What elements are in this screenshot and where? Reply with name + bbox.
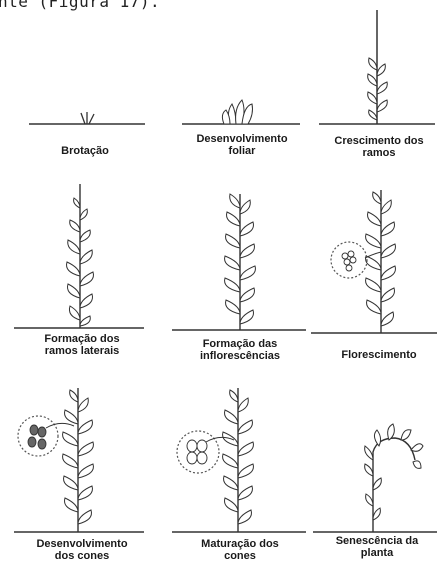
formacao-ramos-laterais-drawing	[12, 178, 152, 358]
stage-crescimento-ramos: Crescimento dos ramos	[309, 0, 441, 180]
stage-label-formacao-inflorescencias: Formação das inflorescências	[170, 338, 310, 362]
stage-label-florescimento: Florescimento	[309, 349, 441, 361]
stage-label-desenvolvimento-foliar: Desenvolvimento foliar	[172, 133, 312, 157]
stage-brotacao: Brotação	[15, 0, 155, 180]
stage-desenvolvimento-cones: Desenvolvimento dos cones	[12, 380, 152, 560]
stage-formacao-inflorescencias: Formação das inflorescências	[170, 178, 310, 358]
stage-senescencia: Senescência da planta	[307, 380, 441, 560]
maturacao-cones-drawing	[170, 380, 310, 560]
stage-label-formacao-ramos-laterais: Formação dos ramos laterais	[12, 333, 152, 357]
stage-maturacao-cones: Maturação dos cones	[170, 380, 310, 560]
stage-label-senescencia: Senescência da planta	[307, 535, 441, 559]
formacao-inflorescencias-drawing	[170, 178, 310, 358]
florescimento-drawing	[309, 178, 441, 358]
stage-formacao-ramos-laterais: Formação dos ramos laterais	[12, 178, 152, 358]
desenvolvimento-cones-drawing	[12, 380, 152, 560]
stage-label-maturacao-cones: Maturação dos cones	[170, 538, 310, 562]
stage-desenvolvimento-foliar: Desenvolvimento foliar	[172, 0, 312, 180]
stage-label-crescimento-ramos: Crescimento dos ramos	[309, 135, 441, 159]
senescencia-drawing	[307, 380, 441, 560]
stage-florescimento: Florescimento	[309, 178, 441, 358]
stage-label-brotacao: Brotação	[15, 145, 155, 157]
stage-label-desenvolvimento-cones: Desenvolvimento dos cones	[12, 538, 152, 562]
